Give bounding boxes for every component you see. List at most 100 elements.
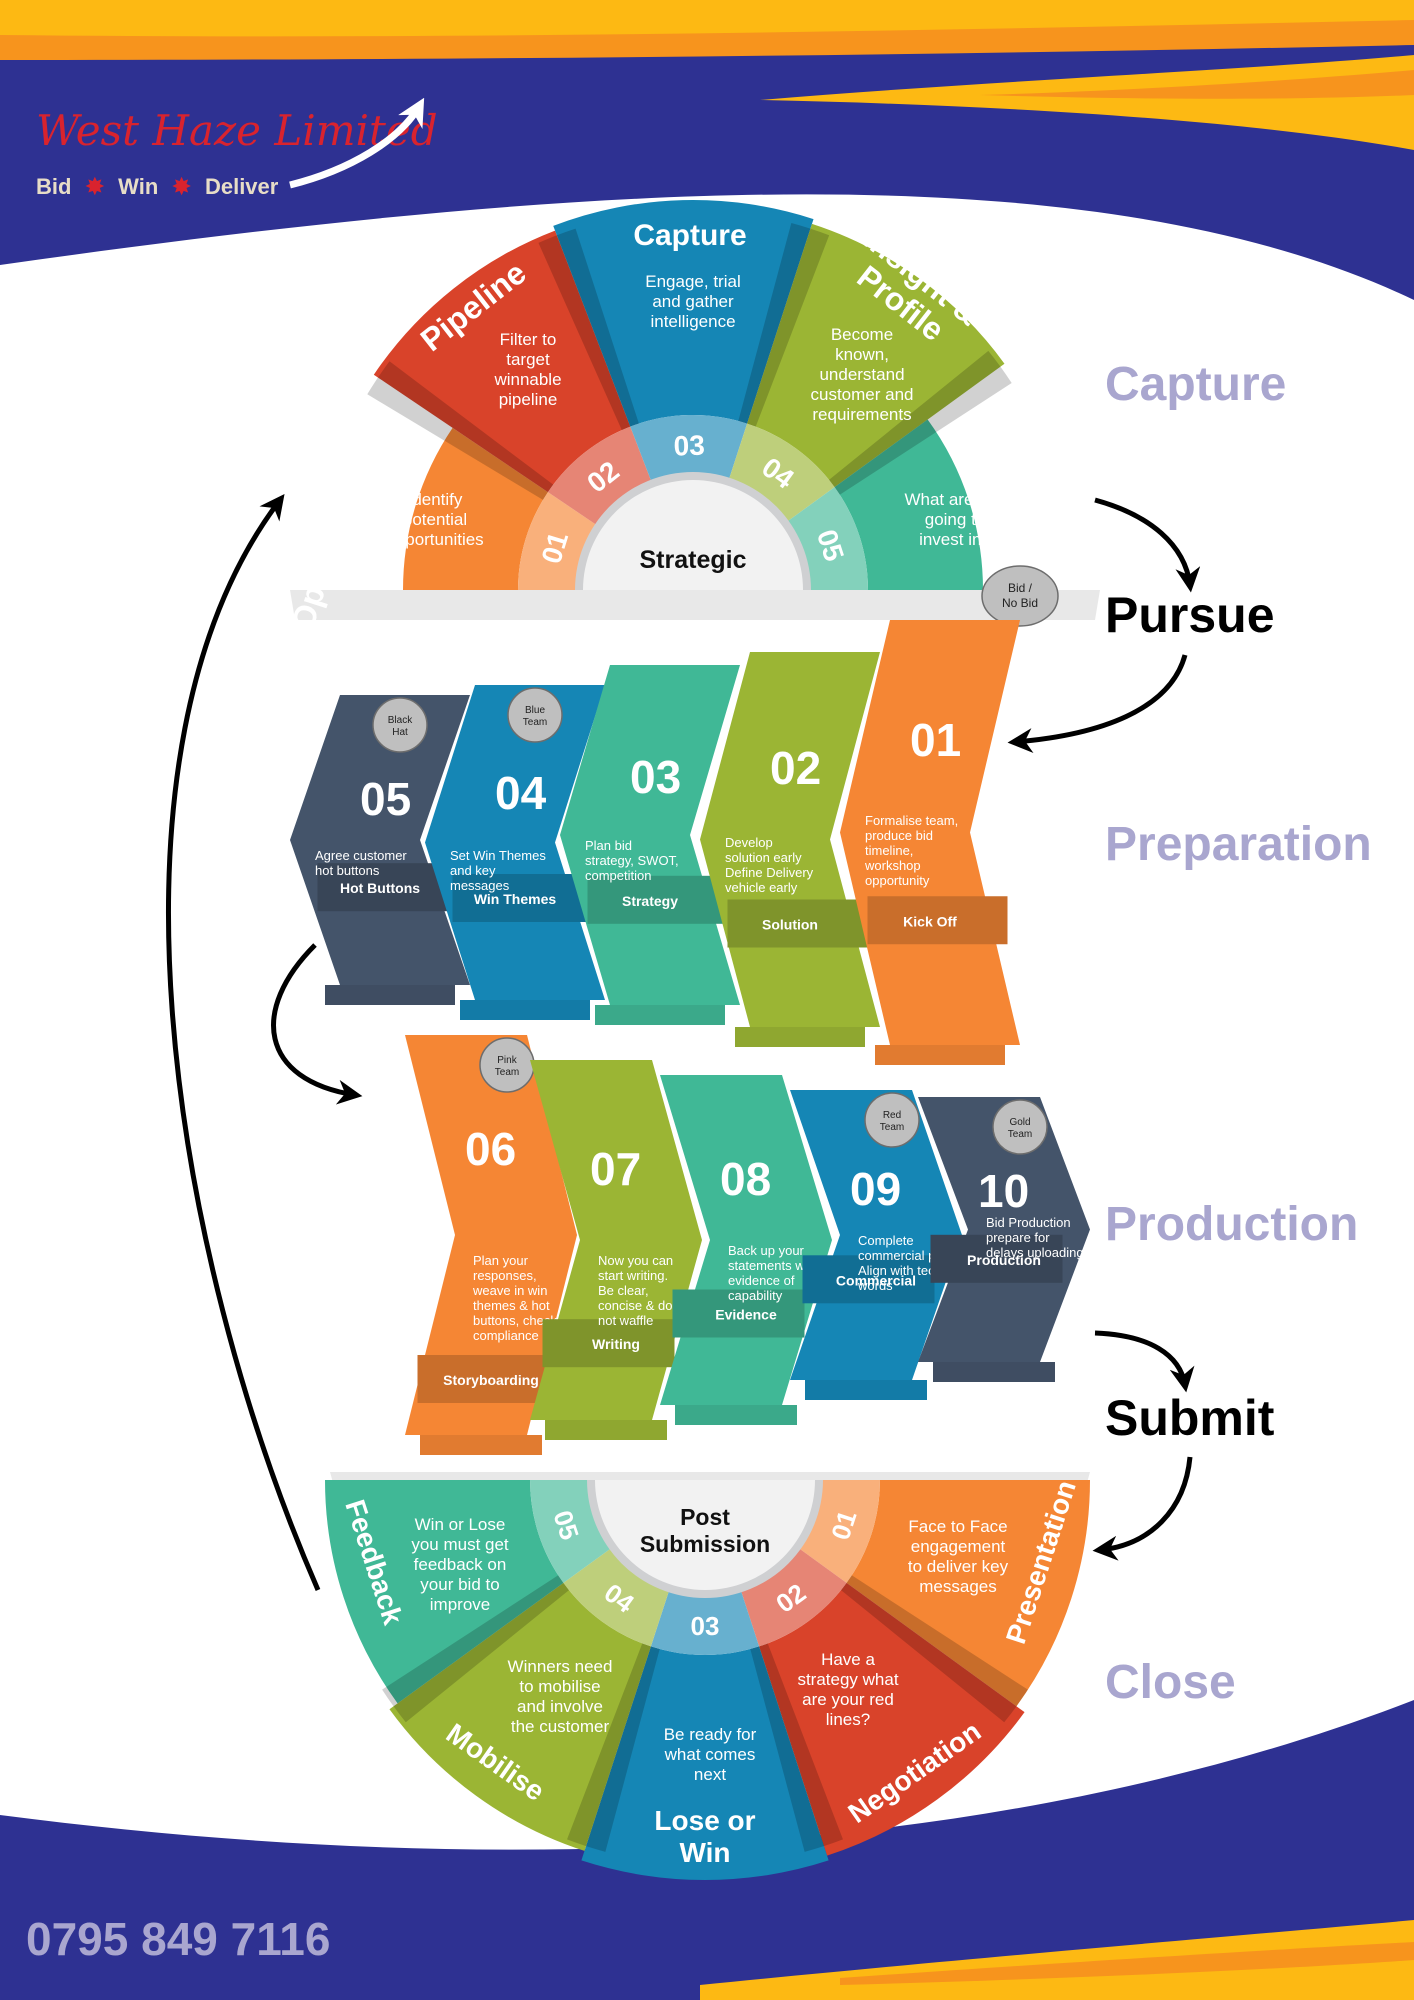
step-label: Commercial bbox=[836, 1272, 916, 1288]
step-number: 02 bbox=[770, 742, 821, 794]
chevron-shape bbox=[290, 695, 470, 985]
close-segment-shape bbox=[846, 1480, 1090, 1707]
capture-center-label: Strategic bbox=[640, 546, 747, 574]
pursue-label: Pursue bbox=[1105, 587, 1275, 643]
close-segment-03: 03 bbox=[581, 1589, 829, 1880]
phase-label-close: Close bbox=[1105, 1656, 1236, 1709]
logo-script-text: West Haze Limited bbox=[36, 106, 438, 155]
logo-swoosh bbox=[289, 97, 425, 189]
capture-segment-shape bbox=[834, 419, 983, 590]
chevron-label-band bbox=[452, 874, 593, 922]
chevron-label-band bbox=[542, 1319, 675, 1368]
close-segment-04: 04 bbox=[389, 1547, 670, 1851]
phase-label-production: Production bbox=[1105, 1198, 1358, 1251]
arrow-preparation-to-production bbox=[271, 943, 363, 1105]
chevron-label-band bbox=[727, 899, 868, 948]
capture-divider bbox=[367, 361, 554, 500]
step-label: Hot Buttons bbox=[340, 880, 420, 896]
step-number: 10 bbox=[978, 1165, 1029, 1217]
step-number: 04 bbox=[495, 767, 547, 819]
chevron-foot bbox=[420, 1435, 542, 1455]
close-segment-shape bbox=[581, 1646, 829, 1880]
chevron-foot bbox=[325, 985, 455, 1005]
arrow-capture-to-pursue bbox=[1094, 497, 1201, 593]
logo-tagline: Bid ✸ Win ✸ Deliver bbox=[36, 174, 279, 199]
step-label: Production bbox=[967, 1252, 1041, 1268]
flow-arrows bbox=[166, 494, 1201, 1591]
arrow-submit-to-close bbox=[1092, 1456, 1193, 1561]
step-number: 08 bbox=[720, 1153, 771, 1205]
chevron-foot bbox=[875, 1045, 1005, 1065]
close-divider bbox=[750, 1643, 843, 1852]
close-inner-band bbox=[650, 1589, 760, 1655]
capture-center bbox=[583, 480, 803, 590]
close-segment-02: 02 bbox=[740, 1547, 1025, 1856]
capture-segment-02: 02 bbox=[373, 230, 652, 526]
capture-inner-band bbox=[630, 414, 748, 483]
capture-segment-shape bbox=[747, 223, 1005, 488]
chevron-foot bbox=[735, 1027, 865, 1047]
chevron-foot bbox=[595, 1005, 725, 1025]
chevron-label-band bbox=[930, 1234, 1063, 1283]
capture-base-shadow bbox=[290, 590, 1100, 620]
chevron-label-band bbox=[867, 896, 1008, 945]
close-inner-band bbox=[563, 1547, 670, 1647]
capture-divider bbox=[538, 228, 639, 431]
close-divider bbox=[841, 1575, 1028, 1723]
chevron-label-band bbox=[417, 1355, 550, 1403]
phone-number: 0795 849 7116 bbox=[26, 1913, 330, 1965]
capture-title: Capture bbox=[633, 219, 746, 252]
review-badge bbox=[992, 1099, 1048, 1155]
step-number: 03 bbox=[630, 751, 681, 803]
close-segment-shape bbox=[759, 1582, 1025, 1856]
step-label: Kick Off bbox=[903, 913, 957, 929]
capture-segment-shape bbox=[403, 427, 548, 590]
capture-segment-shape bbox=[553, 200, 814, 427]
close-number: 03 bbox=[691, 1611, 720, 1641]
review-badge bbox=[372, 697, 428, 753]
step-label: Solution bbox=[762, 917, 818, 933]
top-banner bbox=[0, 0, 1414, 300]
step-label: Strategy bbox=[622, 893, 678, 909]
submit-label: Submit bbox=[1105, 1390, 1275, 1446]
capture-segment-04: 04 bbox=[728, 223, 1005, 523]
chevron-shape bbox=[790, 1090, 962, 1380]
chevron-foot bbox=[460, 1000, 590, 1020]
step-number: 05 bbox=[360, 773, 411, 825]
review-badge bbox=[507, 687, 563, 743]
chevron-shape bbox=[405, 1035, 577, 1435]
close-segment-shape bbox=[389, 1582, 651, 1851]
close-divider bbox=[567, 1643, 660, 1852]
close-segment-shape bbox=[325, 1480, 564, 1704]
capture-inner-band bbox=[547, 426, 652, 526]
company-logo: West Haze Limited Bid ✸ Win ✸ Deliver bbox=[36, 97, 438, 199]
phase-label-preparation: Preparation bbox=[1105, 818, 1372, 871]
chevron-shape bbox=[918, 1097, 1090, 1362]
close-center bbox=[595, 1480, 815, 1590]
